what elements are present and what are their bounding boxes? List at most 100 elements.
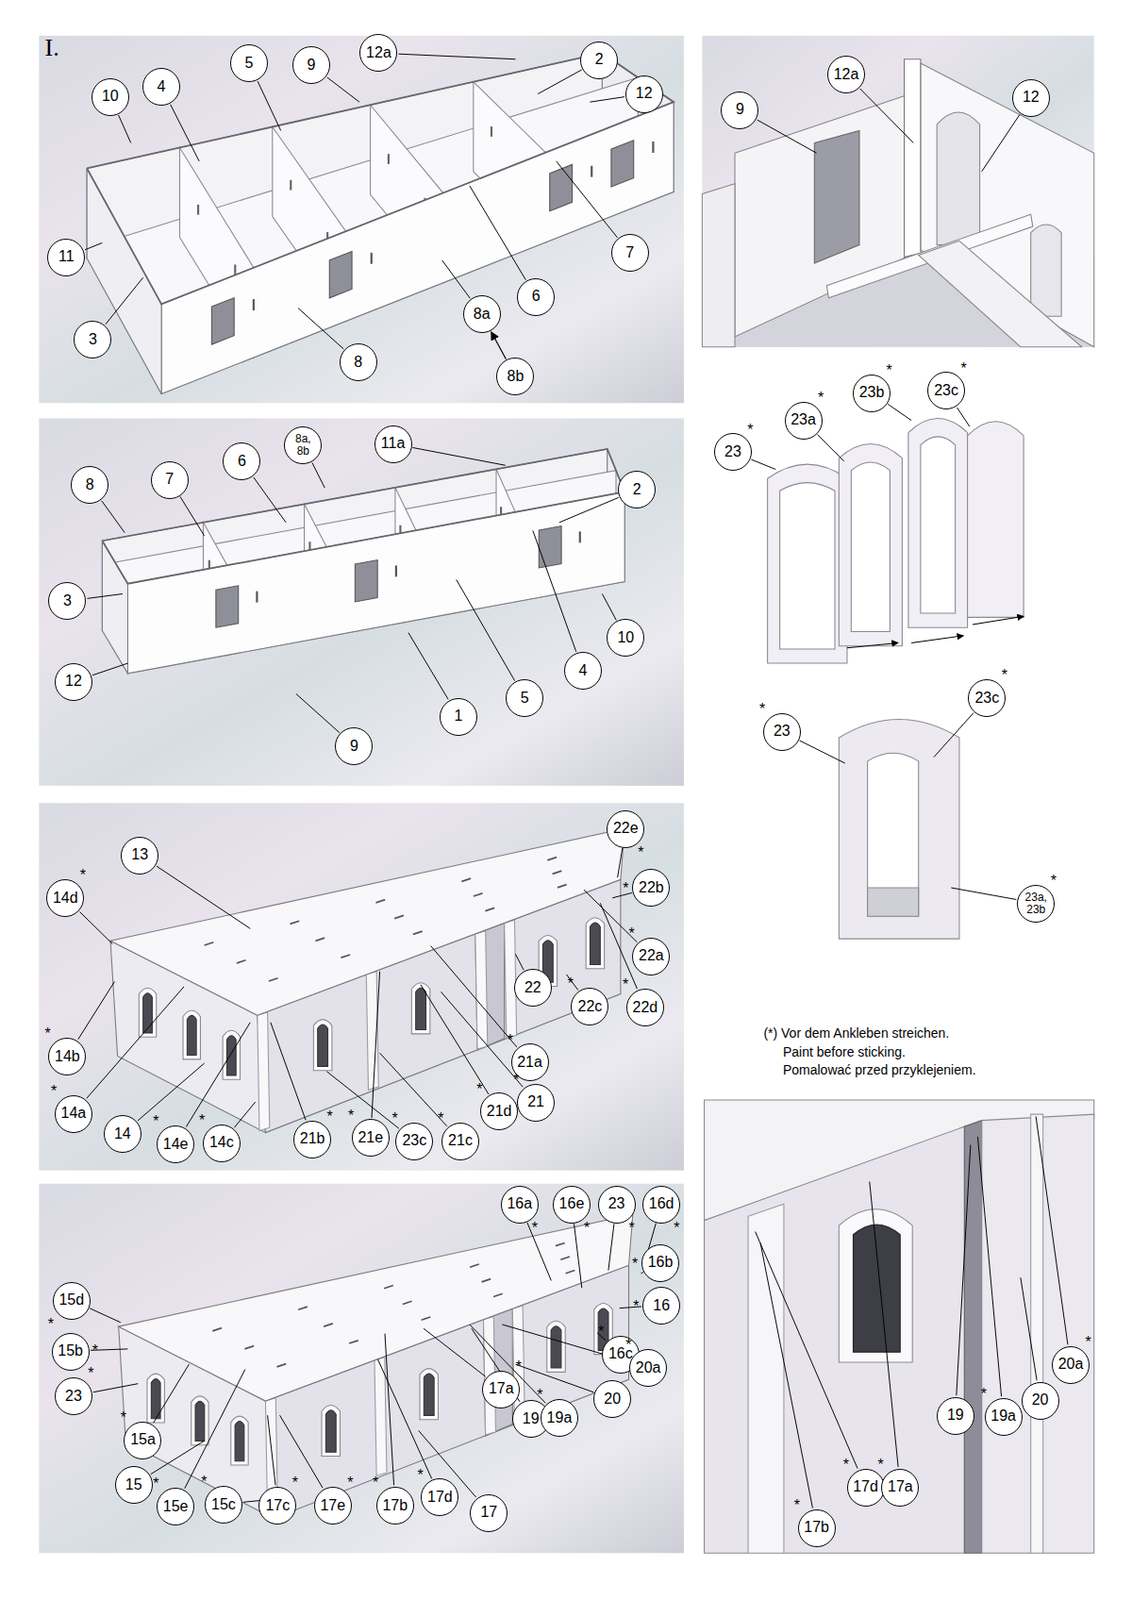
callout-number: 17 [480, 1504, 498, 1521]
wall [982, 1114, 1095, 1553]
callout-number: 19 [522, 1411, 540, 1428]
leader-line [377, 1359, 432, 1480]
paint-mark: * [629, 926, 635, 942]
paint-mark: * [632, 1256, 638, 1272]
callout-number: 20a* [629, 1348, 667, 1387]
callout-number: 20 [593, 1380, 632, 1418]
photo-panel [38, 802, 684, 1170]
callout-number: 8b [496, 357, 534, 396]
leader-line [423, 1328, 486, 1377]
callout-number: 23a, 23b* [1016, 884, 1055, 923]
callout-number: 14e* [156, 1125, 195, 1164]
paint-mark: * [200, 1474, 207, 1490]
leader-line [78, 982, 116, 1040]
roof-slot [394, 915, 404, 918]
callout-number: 23* [714, 432, 752, 471]
callout-number: 15d [58, 1292, 84, 1309]
callout-number: 21b [299, 1131, 326, 1148]
paint-mark: * [637, 845, 644, 861]
leader-line [982, 114, 1020, 171]
callout-number: 19a* [540, 1398, 579, 1437]
leader-line [950, 887, 1016, 899]
callout-number: 11 [58, 249, 75, 266]
callout-number: 19a [990, 1408, 1016, 1425]
callout-number: 10 [616, 630, 634, 647]
paint-mark: * [513, 1072, 519, 1088]
paint-mark: * [516, 1359, 522, 1375]
callout-number: 9 [334, 727, 373, 766]
leader-line [956, 407, 969, 427]
arrow [911, 635, 964, 644]
callout-number: 9 [735, 101, 745, 118]
roof-slot [323, 1323, 333, 1327]
callout-number: 17e* [314, 1486, 352, 1525]
leader-line [757, 119, 817, 153]
paint-mark: * [673, 1220, 680, 1236]
callout-number: 15d* [52, 1281, 91, 1320]
leader-line [799, 740, 846, 764]
callout-number: 1 [453, 708, 463, 725]
slot [233, 265, 236, 276]
window-opening [195, 1400, 205, 1441]
photo-panel [38, 35, 684, 403]
callout-number: 8a, 8b [283, 426, 322, 465]
paint-mark: * [437, 1111, 444, 1127]
leader-line [105, 277, 144, 325]
roof-slot [349, 1340, 359, 1344]
callout-number: 17a* [881, 1468, 919, 1507]
window-opening [186, 1015, 197, 1055]
leader-line [86, 986, 184, 1099]
callout-number: 23 [773, 723, 791, 740]
callout-number: 22e* [606, 810, 645, 849]
leader-line [93, 1383, 138, 1393]
photo-panel [704, 1099, 1095, 1553]
callout-number: 14d [52, 890, 79, 907]
callout-number: 16 [652, 1298, 670, 1315]
wall-top [101, 449, 625, 584]
leader-line [515, 1364, 594, 1393]
post [904, 59, 921, 258]
callout-number: 21 [527, 1094, 545, 1111]
door-frame [936, 112, 980, 246]
window-opening [416, 987, 427, 1030]
callout-number: 16a [506, 1196, 533, 1213]
window-opening [550, 1326, 562, 1368]
callout-number: 3 [73, 320, 112, 359]
paint-mark: * [152, 1476, 159, 1492]
leader-line [537, 69, 582, 95]
callout-number: 15b* [51, 1332, 90, 1371]
paint-mark: * [45, 1026, 51, 1042]
callout-number: 1 [439, 698, 478, 736]
leader-line [641, 1272, 644, 1274]
window-opening [549, 164, 573, 211]
paint-mark: * [417, 1467, 424, 1483]
leader-line [101, 500, 125, 533]
leader-line [527, 1222, 551, 1282]
roof-slot [484, 907, 495, 911]
building-closed [118, 1214, 633, 1518]
callout-number: 23* [598, 1185, 636, 1224]
roof-slot [375, 899, 385, 903]
callout-number: 17c [265, 1498, 290, 1515]
callout-number: 19 [936, 1397, 975, 1435]
roof-slot [555, 1242, 566, 1246]
callout-number: 22c* [570, 987, 609, 1026]
pilaster [257, 1012, 270, 1131]
note-text: Paint before sticking. [782, 1044, 906, 1060]
callout-number: 14c* [202, 1124, 241, 1163]
leader-line [431, 946, 517, 1048]
roof-slot [473, 893, 483, 897]
roof-slot [413, 931, 423, 934]
wall [704, 1126, 966, 1553]
leader-line [574, 1223, 583, 1288]
window-opening [780, 482, 835, 650]
paint-mark: * [326, 1109, 333, 1125]
callout-number: 14 [103, 1115, 142, 1153]
callout-number: 20a [1058, 1356, 1084, 1373]
leader-line [559, 497, 619, 522]
leader-line [612, 892, 633, 898]
callout-number: 17 [469, 1494, 508, 1532]
paint-mark: * [50, 1083, 57, 1099]
window-frame [767, 464, 848, 664]
